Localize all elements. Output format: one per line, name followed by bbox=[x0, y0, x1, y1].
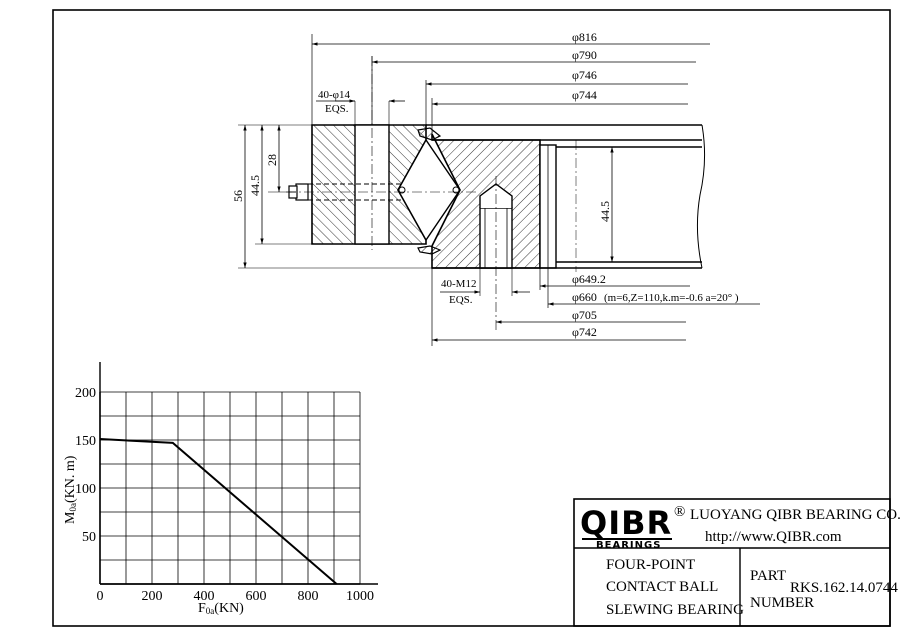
dim-d660-gear-note: (m=6,Z=110,k.m=-0.6 a=20° ) bbox=[604, 292, 739, 304]
ball-raceway bbox=[397, 138, 461, 242]
dim-height-inner: 44.5 bbox=[598, 201, 612, 222]
dim-height-28: 28 bbox=[265, 154, 279, 166]
dim-d744: φ744 bbox=[572, 88, 597, 102]
holes-top-label: 40-φ14 bbox=[318, 89, 351, 101]
diameter-dimensions: φ816 φ790 φ746 φ744 40-φ14 EQS. φ649.2 φ… bbox=[311, 30, 760, 346]
x-axis-label-unit: (KN) bbox=[214, 601, 244, 616]
x-tick-label: 1000 bbox=[346, 589, 374, 604]
dim-d816: φ816 bbox=[572, 30, 597, 44]
chart-grid bbox=[99, 362, 378, 585]
x-tick-label: 600 bbox=[246, 589, 267, 604]
y-axis-label-main: M bbox=[63, 511, 78, 524]
dim-d649: φ649.2 bbox=[572, 272, 606, 286]
title-block: QIBR BEARINGS ® LUOYANG QIBR BEARING CO.… bbox=[573, 498, 900, 627]
y-axis-label-unit: (KN. m) bbox=[63, 455, 78, 503]
load-curve-line bbox=[99, 438, 338, 585]
y-axis-label-sub: 0a bbox=[68, 503, 78, 512]
height-dimensions: 56 44.5 28 44.5 bbox=[231, 124, 614, 269]
x-axis-label-main: F bbox=[198, 601, 206, 616]
registered-mark: ® bbox=[674, 504, 685, 520]
y-tick-label: 50 bbox=[82, 530, 96, 545]
y-tick-label: 150 bbox=[75, 434, 96, 449]
company-name: LUOYANG QIBR BEARING CO., LTD bbox=[690, 507, 900, 523]
top-seal bbox=[417, 127, 442, 141]
dim-height-total: 56 bbox=[231, 190, 245, 202]
y-tick-label: 200 bbox=[75, 386, 96, 401]
y-tick-label: 100 bbox=[75, 482, 96, 497]
company-logo-subtitle: BEARINGS bbox=[596, 540, 661, 551]
part-label-line-2: NUMBER bbox=[750, 595, 814, 611]
x-tick-label: 400 bbox=[194, 589, 215, 604]
dim-d705: φ705 bbox=[572, 308, 597, 322]
dim-d742: φ742 bbox=[572, 325, 597, 339]
drawing-frame bbox=[52, 9, 891, 627]
company-logo: QIBR bbox=[580, 504, 672, 542]
dim-d746: φ746 bbox=[572, 68, 597, 82]
dim-d790: φ790 bbox=[572, 48, 597, 62]
description-line-2: CONTACT BALL bbox=[606, 579, 718, 595]
holes-top-eqs: EQS. bbox=[325, 103, 349, 115]
part-number: RKS.162.14.0744 bbox=[790, 580, 898, 596]
x-tick-label: 0 bbox=[97, 589, 104, 604]
part-label-line-1: PART bbox=[750, 568, 786, 584]
description-line-1: FOUR-POINT bbox=[606, 557, 695, 573]
dim-d660: φ660 bbox=[572, 290, 597, 304]
x-tick-label: 200 bbox=[142, 589, 163, 604]
chart-tick-labels: 0 200 400 600 800 1000 50 100 150 200 bbox=[75, 386, 374, 604]
x-axis-label: F0a(KN) bbox=[198, 601, 244, 616]
bolt-assembly bbox=[286, 183, 476, 201]
company-url: http://www.QIBR.com bbox=[705, 529, 842, 545]
bearing-cross-section bbox=[286, 56, 706, 330]
description-line-3: SLEWING BEARING bbox=[606, 602, 744, 618]
holes-bottom-label: 40-M12 bbox=[441, 278, 476, 290]
bottom-seal bbox=[417, 245, 442, 255]
dim-height-outer: 44.5 bbox=[248, 175, 262, 196]
x-axis-label-sub: 0a bbox=[206, 606, 215, 616]
x-tick-label: 800 bbox=[298, 589, 319, 604]
holes-bottom-eqs: EQS. bbox=[449, 294, 473, 306]
y-axis-label: M0a(KN. m) bbox=[63, 455, 78, 524]
